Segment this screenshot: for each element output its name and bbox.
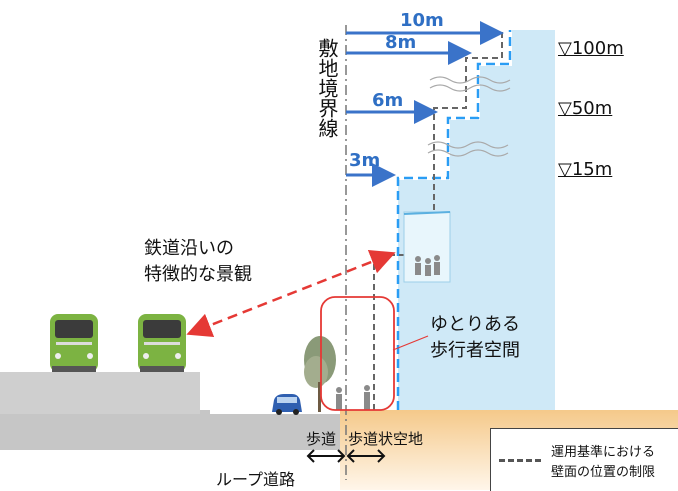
level-15m-label: ▽15m xyxy=(558,159,613,180)
distance-10m-label: 10m xyxy=(400,10,444,31)
site-boundary-label: 敷地境界線 xyxy=(315,38,339,138)
level-50m-label: ▽50m xyxy=(558,98,613,119)
tree-icon xyxy=(304,336,336,412)
distance-3m-label: 3m xyxy=(349,150,381,171)
legend-dash-line xyxy=(499,459,541,462)
setback-outline-blue xyxy=(396,30,512,410)
wave-4 xyxy=(427,149,509,157)
distance-6m-label: 6m xyxy=(372,90,404,111)
pedestrian-icons xyxy=(336,385,370,410)
legend-line1: 運用基準における xyxy=(551,445,656,460)
railway-label-line1: 鉄道沿いの xyxy=(144,238,234,259)
wave-1 xyxy=(429,76,511,84)
distance-8m-label: 8m xyxy=(385,32,417,53)
car-icon xyxy=(272,394,302,415)
building-body xyxy=(398,30,555,410)
deck-people-icon xyxy=(415,255,440,276)
railway-landscape-label: 鉄道沿いの 特徴的な景観 xyxy=(144,236,252,288)
wave-2 xyxy=(429,84,511,92)
railway-label-line2: 特徴的な景観 xyxy=(144,264,252,285)
legend-box: 運用基準における 壁面の位置の制限 xyxy=(490,428,678,491)
callout-line xyxy=(392,335,429,351)
sidewalk-width-arrows xyxy=(306,449,386,463)
railway-view-arrow xyxy=(186,249,396,338)
sidewalk-label: 歩道 xyxy=(306,430,337,448)
level-100m-label: ▽100m xyxy=(558,38,624,59)
canopy-roof xyxy=(403,211,451,215)
space-label-line1: ゆとりある xyxy=(430,314,520,335)
legend-line2: 壁面の位置の制限 xyxy=(551,465,656,480)
wave-3 xyxy=(427,141,509,149)
train-right-icon xyxy=(138,314,186,372)
ground-strip xyxy=(0,372,200,414)
loop-road-label: ループ道路 xyxy=(216,470,296,489)
sidewalk-space-label: 歩道状空地 xyxy=(348,430,424,448)
train-left-icon xyxy=(50,314,98,372)
space-label-line2: 歩行者空間 xyxy=(430,340,520,361)
pedestrian-space-label: ゆとりある 歩行者空間 xyxy=(430,312,520,364)
